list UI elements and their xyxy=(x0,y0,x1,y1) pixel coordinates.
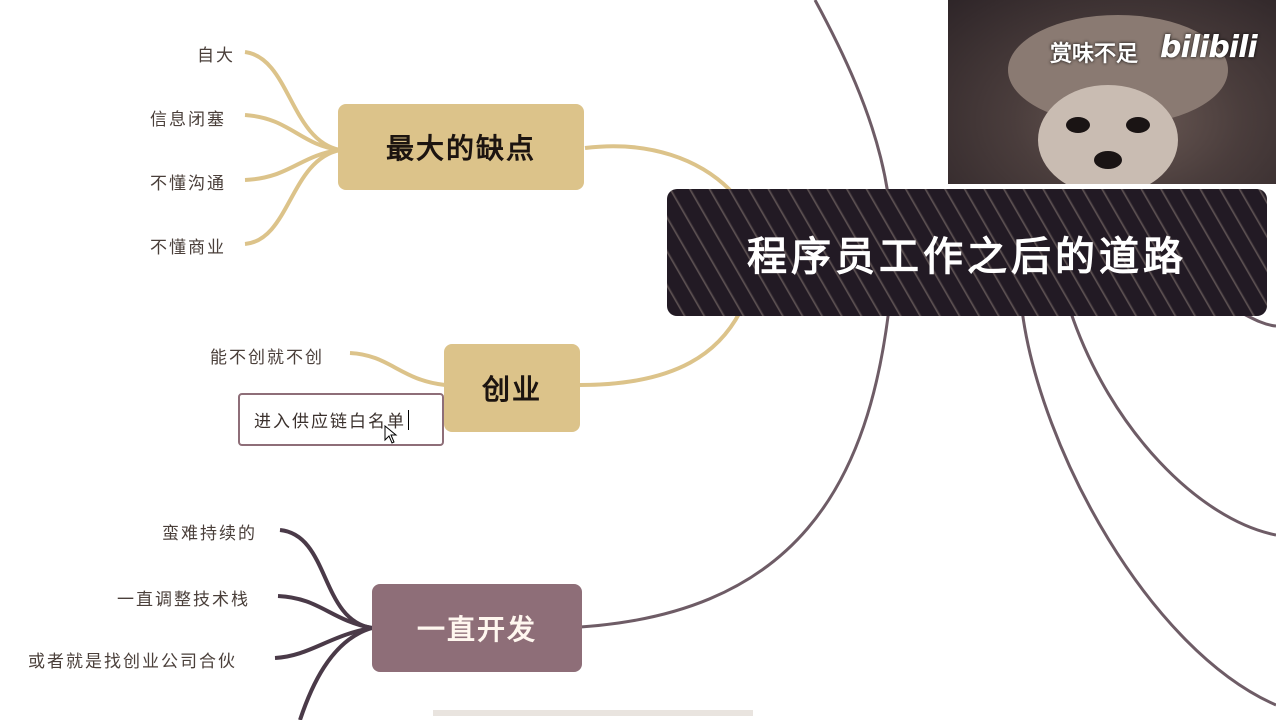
topic-biggest-flaws[interactable]: 最大的缺点 xyxy=(338,104,584,190)
leaf-join-startup-partner[interactable]: 或者就是找创业公司合伙 xyxy=(28,652,237,672)
connector-to-flaws xyxy=(584,144,732,192)
scrollbar[interactable] xyxy=(433,710,753,716)
central-topic-label: 程序员工作之后的道路 xyxy=(747,233,1187,280)
topic-keep-developing[interactable]: 一直开发 xyxy=(372,584,582,672)
connector-to-startup xyxy=(579,311,742,387)
connector-leaf xyxy=(279,528,373,630)
connector-to-dev xyxy=(559,0,894,630)
topic-label: 创业 xyxy=(481,373,542,406)
leaf-hard-to-sustain[interactable]: 蛮难持续的 xyxy=(162,524,257,544)
connector-leaf xyxy=(244,113,341,152)
leaf-no-communication[interactable]: 不懂沟通 xyxy=(150,174,226,194)
connector-leaf xyxy=(274,626,373,660)
mouse-cursor-icon xyxy=(384,425,398,444)
topic-startup[interactable]: 创业 xyxy=(444,344,580,432)
connector-leaf xyxy=(244,148,341,246)
connector-leaf xyxy=(277,594,373,630)
connector-leaf xyxy=(244,50,341,152)
text-caret xyxy=(408,409,409,430)
topic-label: 一直开发 xyxy=(416,613,537,646)
leaf-avoid-startup[interactable]: 能不创就不创 xyxy=(210,348,324,368)
connector-leaf xyxy=(349,351,446,387)
leaf-info-closed[interactable]: 信息闭塞 xyxy=(150,110,226,130)
webcam-overlay xyxy=(948,0,1276,184)
topic-label: 最大的缺点 xyxy=(385,132,536,165)
leaf-adjust-tech-stack[interactable]: 一直调整技术栈 xyxy=(117,590,250,610)
connector-leaf xyxy=(298,626,373,720)
bilibili-logo: bilibili xyxy=(1160,30,1258,65)
central-topic[interactable]: 程序员工作之后的道路 xyxy=(667,189,1267,316)
leaf-no-business[interactable]: 不懂商业 xyxy=(150,238,226,258)
webcam-title: 赏味不足 xyxy=(1050,42,1139,67)
connector-right-2 xyxy=(1068,309,1276,537)
topic-edit-input[interactable]: 进入供应链白名单 xyxy=(238,393,444,446)
leaf-arrogance[interactable]: 自大 xyxy=(197,46,235,66)
dog-avatar-image xyxy=(1008,15,1228,184)
topic-edit-text: 进入供应链白名单 xyxy=(254,412,406,432)
connector-right-1 xyxy=(1020,309,1276,707)
